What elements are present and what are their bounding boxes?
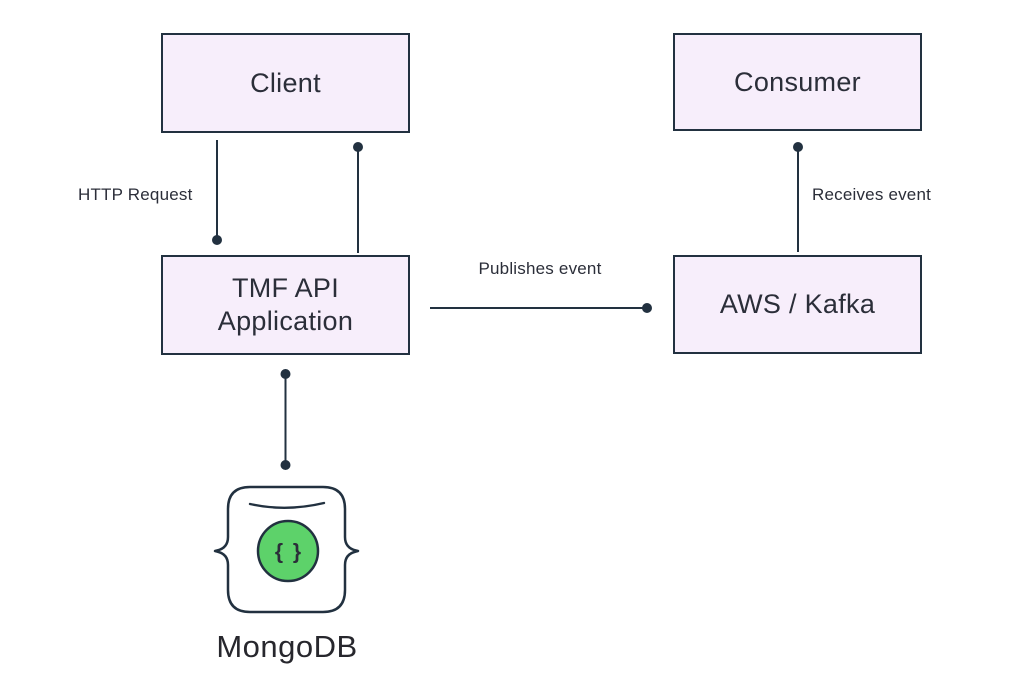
mongodb-icon-braces-glyph: { } bbox=[275, 541, 303, 564]
edge-client-to-tmf-endpoint-dot bbox=[212, 235, 222, 245]
edge-label-publishes-event: Publishes event bbox=[478, 259, 602, 278]
edge-label-http-request: HTTP Request bbox=[78, 185, 193, 204]
edge-tmf-to-mongodb-top-dot bbox=[280, 369, 291, 379]
node-aws-kafka-label: AWS / Kafka bbox=[719, 289, 876, 319]
edge-label-receives-event: Receives event bbox=[812, 185, 932, 204]
edge-tmf-to-mongodb-bottom-dot bbox=[280, 460, 291, 470]
edge-aws-to-consumer-endpoint-dot bbox=[793, 142, 803, 152]
node-client-label: Client bbox=[250, 67, 321, 98]
node-tmf-api-application-label: TMF API Application bbox=[217, 273, 354, 336]
mongodb-icon-green-circle bbox=[256, 519, 320, 583]
mongodb-icon-top-arc bbox=[248, 501, 326, 509]
mongodb-json-document-icon[interactable]: { } bbox=[206, 482, 366, 618]
node-aws-kafka[interactable]: AWS / Kafka bbox=[673, 255, 922, 354]
node-consumer-label: Consumer bbox=[734, 66, 861, 97]
node-tmf-api-application[interactable]: TMF API Application bbox=[161, 255, 410, 355]
edge-tmf-to-client-endpoint-dot bbox=[353, 142, 363, 152]
node-client[interactable]: Client bbox=[161, 33, 410, 133]
node-mongodb-label: MongoDB bbox=[216, 629, 358, 664]
edge-tmf-to-aws-endpoint-dot bbox=[642, 303, 652, 313]
node-consumer[interactable]: Consumer bbox=[673, 33, 922, 131]
